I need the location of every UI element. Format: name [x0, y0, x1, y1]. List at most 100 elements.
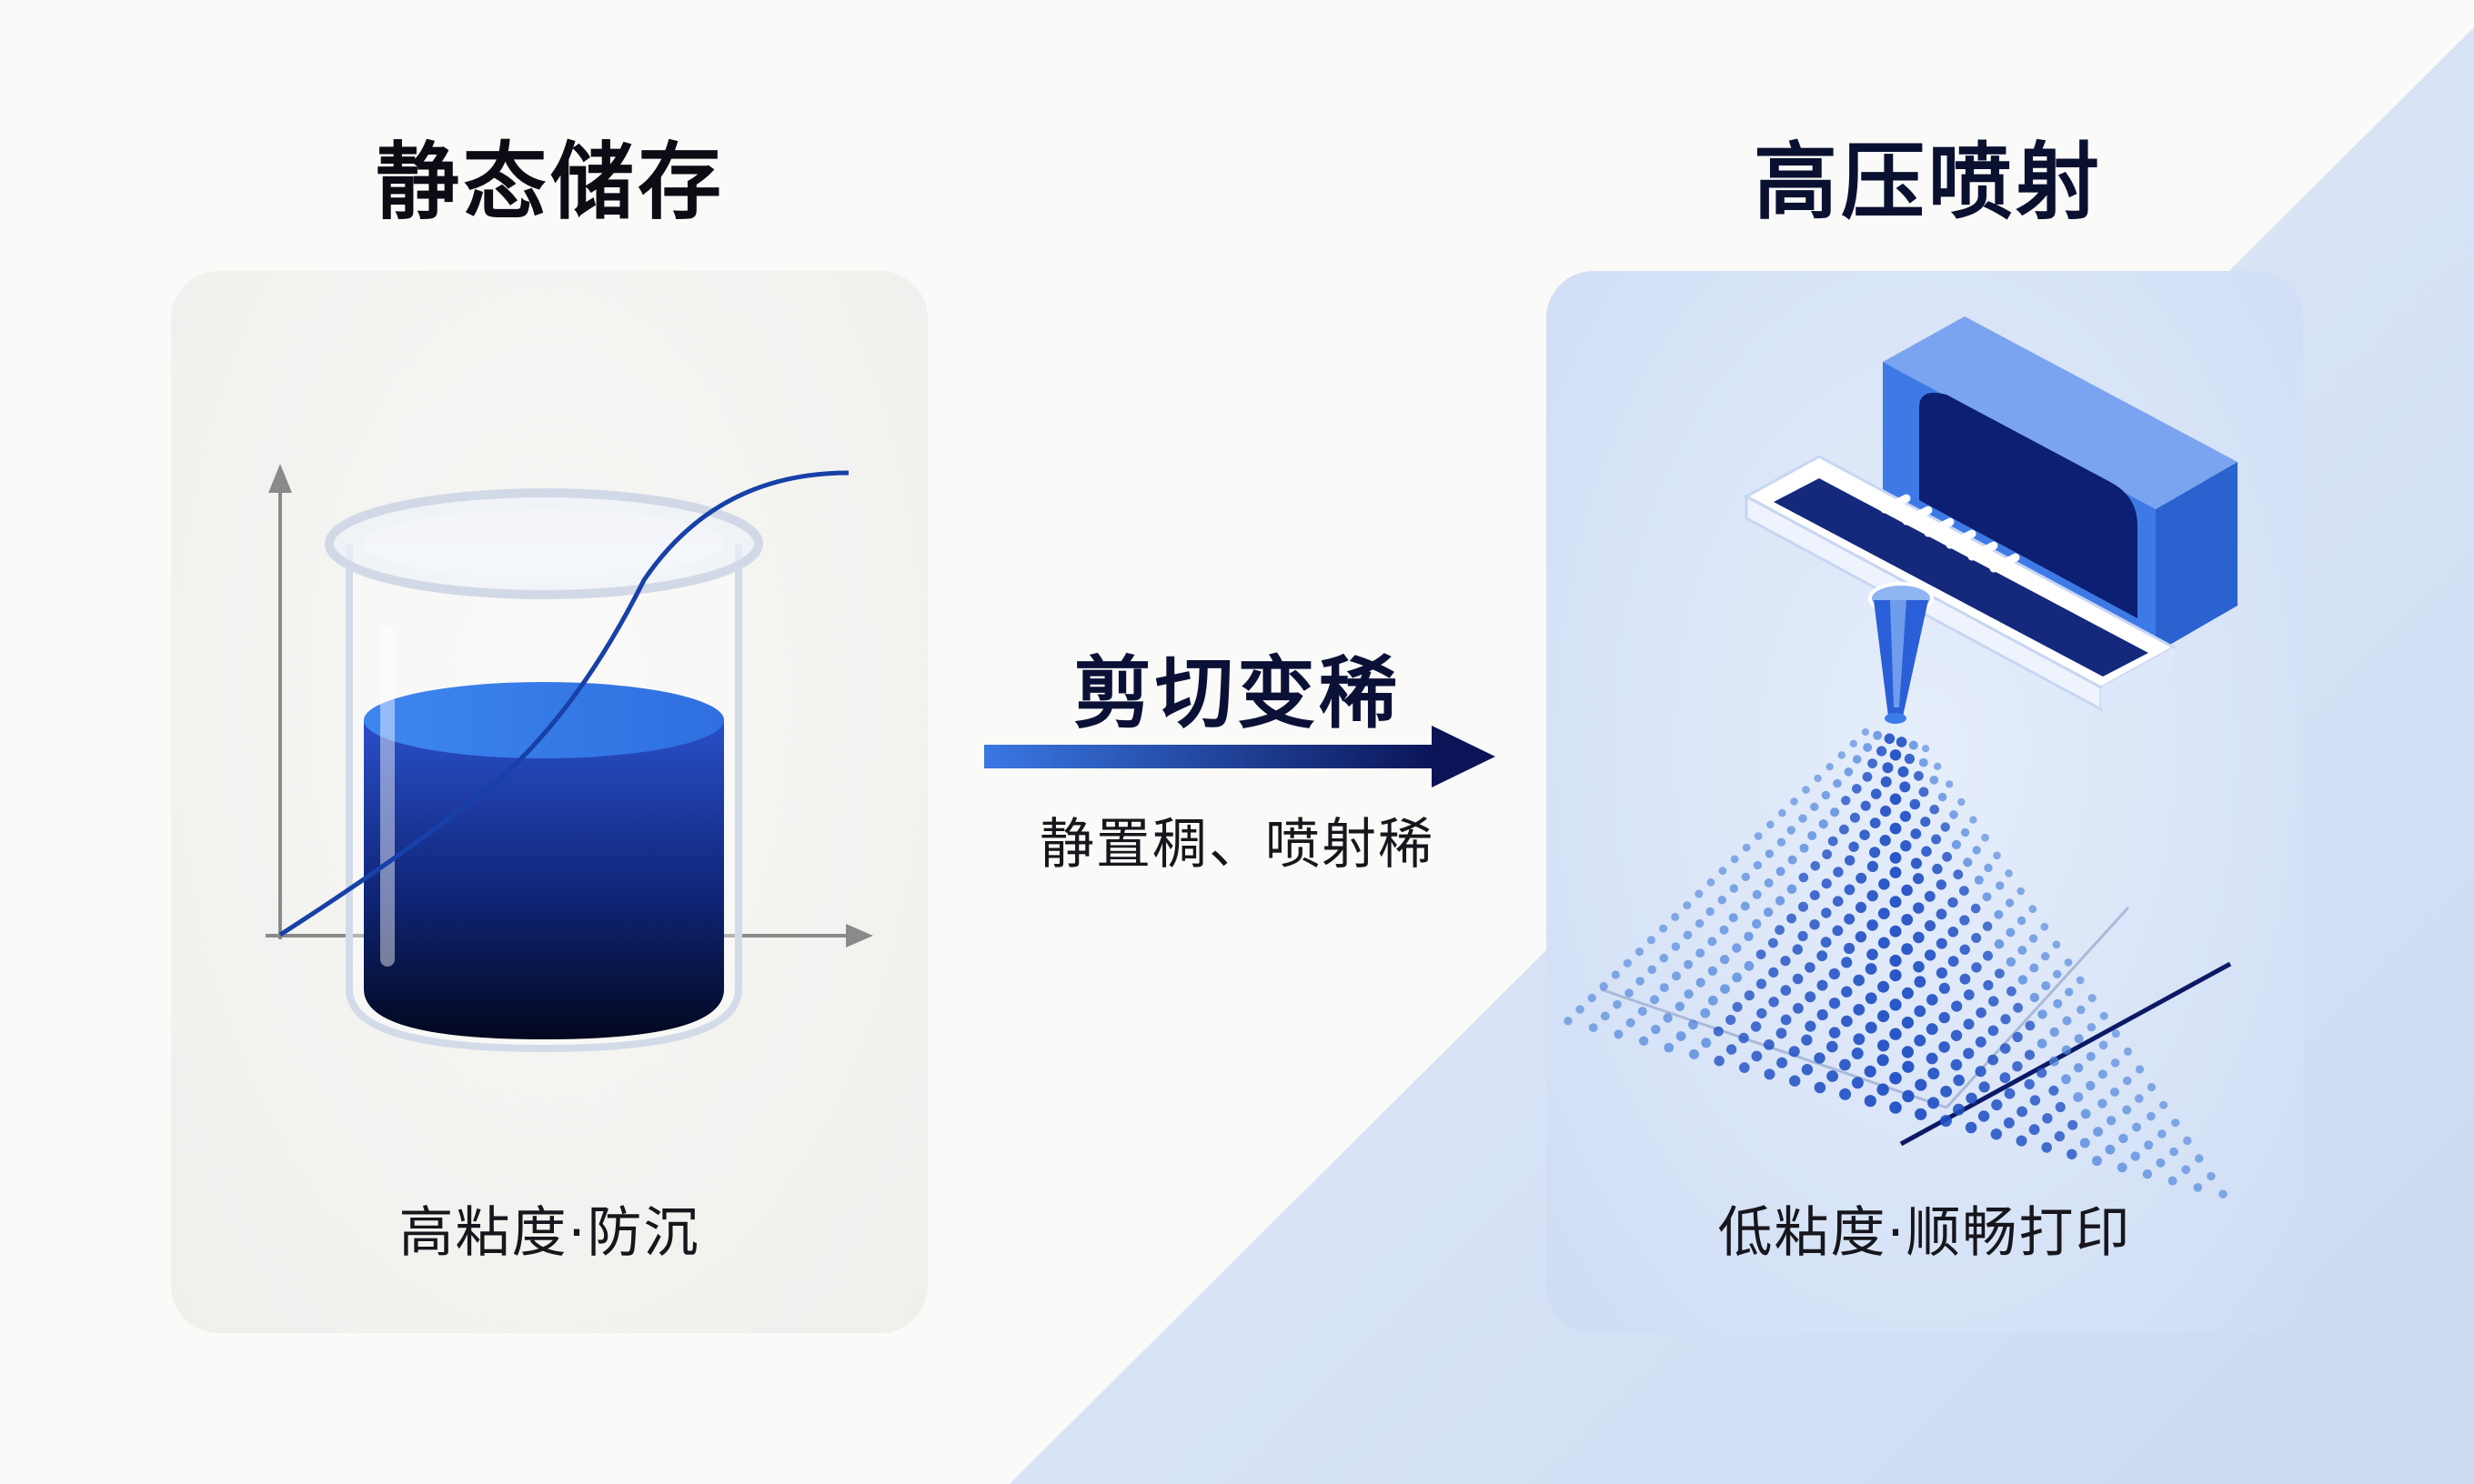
spray-dot	[1684, 989, 1694, 999]
spray-dot	[1926, 994, 1938, 1006]
spray-dot	[1788, 1046, 1800, 1058]
spray-dot	[2041, 952, 2050, 961]
spray-dot	[1910, 857, 1922, 869]
spray-dot	[1921, 846, 1932, 857]
spray-dot	[2053, 969, 2062, 978]
spray-dot	[1999, 1043, 2011, 1054]
spray-dot	[1695, 889, 1704, 898]
spray-dot	[1918, 787, 1929, 797]
spray-dot	[1865, 963, 1877, 975]
spray-dot	[1953, 1074, 1965, 1087]
spray-dot	[1889, 998, 1902, 1011]
spray-dot	[1901, 884, 1913, 897]
spray-dot	[1775, 867, 1785, 877]
spray-dot	[1931, 834, 1942, 845]
spray-dot	[1936, 908, 1947, 920]
spray-dot	[1792, 973, 1804, 985]
spray-dot	[1768, 967, 1779, 978]
beaker-icon	[325, 488, 763, 1053]
spray-dot	[1713, 1026, 1724, 1037]
spray-dot	[1707, 995, 1718, 1006]
spray-dot	[1763, 907, 1774, 917]
spray-dot	[1852, 755, 1862, 764]
spray-dot	[2048, 1056, 2059, 1067]
spray-dot	[1689, 1048, 1699, 1059]
spray-dot	[1959, 944, 1970, 955]
spray-dot	[2105, 1144, 2116, 1155]
spray-dot	[1744, 960, 1755, 971]
spray-dot	[2097, 1069, 2107, 1079]
spray-dot	[1789, 1075, 1801, 1087]
spray-dot	[1756, 1008, 1767, 1019]
spray-dot	[1994, 938, 2005, 949]
spray-dot	[1732, 972, 1743, 983]
spray-dot	[1720, 984, 1730, 994]
spray-dot	[1719, 955, 1730, 965]
spray-dot	[1828, 1027, 1841, 1038]
spray-dot	[1926, 1052, 1938, 1065]
spray-dot	[2006, 957, 2016, 967]
spray-dot	[2079, 1138, 2090, 1148]
high-pressure-jet-panel: 低粘度·顺畅打印	[1546, 271, 2303, 1333]
spray-dot	[1809, 919, 1820, 930]
spray-dot	[2193, 1183, 2203, 1192]
spray-dot	[1889, 822, 1902, 835]
spray-dot	[2012, 1061, 2023, 1072]
spray-dot	[1814, 774, 1822, 783]
spray-dot	[1926, 1023, 1938, 1036]
spray-dot	[2065, 988, 2074, 997]
spray-dot	[1950, 1029, 1963, 1041]
spray-dot	[1879, 835, 1891, 847]
spray-dot	[1877, 1039, 1890, 1052]
spray-dot	[1614, 1029, 1624, 1039]
spray-dot	[1786, 913, 1796, 924]
spray-dot	[1915, 1078, 1927, 1091]
spray-dot	[2169, 1147, 2178, 1157]
spray-dot	[1844, 767, 1854, 777]
spray-dot	[2123, 1047, 2132, 1056]
spray-dot	[1975, 1036, 1986, 1048]
spray-dot	[1864, 1065, 1876, 1078]
spray-dot	[1793, 1003, 1804, 1014]
spray-dot	[2049, 1027, 2059, 1038]
spray-dot	[1940, 1086, 1952, 1098]
spray-dot	[1827, 836, 1838, 847]
spray-dot	[1938, 1041, 1950, 1053]
spray-dot	[1751, 1050, 1763, 1062]
spray-dot	[1864, 1095, 1876, 1108]
spray-dot	[1732, 1001, 1743, 1012]
spray-dot	[1999, 1072, 2011, 1084]
spray-dot	[1889, 1101, 1902, 1114]
spray-dot	[2183, 1136, 2192, 1146]
spray-dot	[2073, 1092, 2084, 1102]
spray-dot	[2132, 1122, 2141, 1132]
spray-dot	[2042, 1113, 2053, 1124]
spray-dot	[1970, 903, 1981, 914]
spray-dot	[1876, 1083, 1889, 1096]
spray-dot	[2147, 1111, 2156, 1121]
spray-dot	[1902, 1060, 1915, 1073]
spray-dot	[1866, 948, 1878, 960]
spray-dot	[1805, 1020, 1816, 1032]
spray-dot	[2052, 940, 2061, 949]
spray-dot	[2037, 1038, 2047, 1048]
spray-dot	[1987, 1025, 1999, 1037]
spray-dot	[1853, 1004, 1866, 1016]
spray-dot	[1861, 728, 1869, 737]
spray-dot	[2099, 1011, 2108, 1020]
spray-dot	[1855, 901, 1867, 914]
spray-dot	[1924, 890, 1936, 902]
spray-dot	[1833, 867, 1844, 877]
spray-dot	[2000, 1014, 2011, 1025]
spray-dot	[1966, 1092, 1977, 1104]
spray-dot	[1802, 786, 1810, 794]
spray-dot	[1744, 990, 1755, 1001]
spray-dot	[1659, 953, 1669, 963]
spray-dot	[1765, 849, 1775, 858]
spray-dot	[2135, 1094, 2144, 1103]
spray-dot	[1810, 861, 1821, 871]
spray-dot	[1918, 757, 1928, 767]
spray-dot	[2098, 1040, 2108, 1050]
spray-dot	[1841, 957, 1853, 968]
spray-dot	[1914, 976, 1926, 988]
